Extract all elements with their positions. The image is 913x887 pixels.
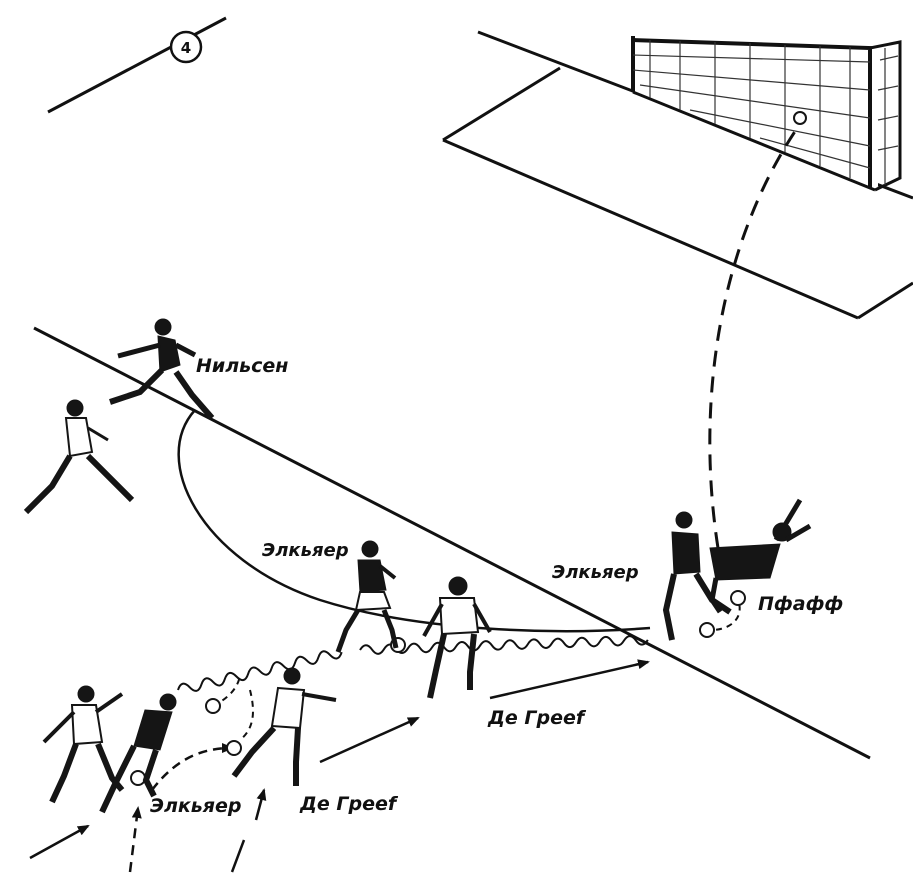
player-elkjaer-bottom bbox=[99, 693, 177, 814]
player-elkjaer-middle bbox=[335, 540, 399, 653]
player-labels: Нильсен Элкьяер Элкьяер Пфафф Де Греef Э… bbox=[150, 355, 843, 817]
label-elkjaer-middle: Элкьяер bbox=[262, 540, 349, 561]
player-defender-left bbox=[23, 399, 135, 515]
player-pfaff-goalkeeper bbox=[709, 498, 812, 614]
shot-trajectory bbox=[708, 123, 802, 549]
label-de-greef-middle: Де Греef bbox=[487, 707, 587, 729]
ball-3 bbox=[226, 740, 242, 756]
player-attacker-bottom-left bbox=[42, 685, 125, 804]
arrow-to-penalty-area bbox=[489, 659, 650, 700]
pass-dashed-1 bbox=[151, 743, 234, 791]
ball-2 bbox=[205, 698, 221, 714]
player-nilsen bbox=[109, 318, 215, 420]
label-de-greef-bottom: Де Греef bbox=[299, 793, 399, 815]
goal-net bbox=[632, 40, 899, 185]
nilsen-run-arc bbox=[177, 409, 651, 633]
ball-6 bbox=[730, 590, 746, 606]
dribble-paths bbox=[177, 635, 649, 692]
figure-number-badge: 4 bbox=[47, 16, 227, 114]
label-elkjaer-bottom: Элкьяер bbox=[150, 795, 241, 817]
ball-in-net bbox=[793, 111, 807, 125]
ball-1 bbox=[130, 770, 146, 786]
label-nilsen: Нильсен bbox=[196, 355, 288, 377]
arrow-short-up bbox=[254, 788, 267, 821]
label-pfaff: Пфафф bbox=[758, 593, 843, 615]
penalty-area-edge bbox=[33, 326, 871, 760]
figure-number: 4 bbox=[181, 39, 191, 57]
arrow-bottom-left bbox=[29, 824, 90, 860]
label-elkjaer-right: Элкьяер bbox=[552, 562, 639, 583]
player-defender-middle bbox=[422, 576, 492, 699]
pass-dashed-3 bbox=[239, 689, 254, 741]
ball-5 bbox=[699, 622, 715, 638]
balls bbox=[130, 590, 746, 786]
pass-arrows bbox=[29, 599, 741, 873]
player-de-greef-bottom bbox=[231, 667, 337, 786]
arrow-dashed-up bbox=[128, 806, 142, 873]
goal bbox=[631, 36, 902, 192]
players bbox=[23, 318, 812, 814]
arrow-de-greef-run bbox=[319, 716, 420, 764]
arrow-stub-bottom bbox=[230, 839, 246, 873]
